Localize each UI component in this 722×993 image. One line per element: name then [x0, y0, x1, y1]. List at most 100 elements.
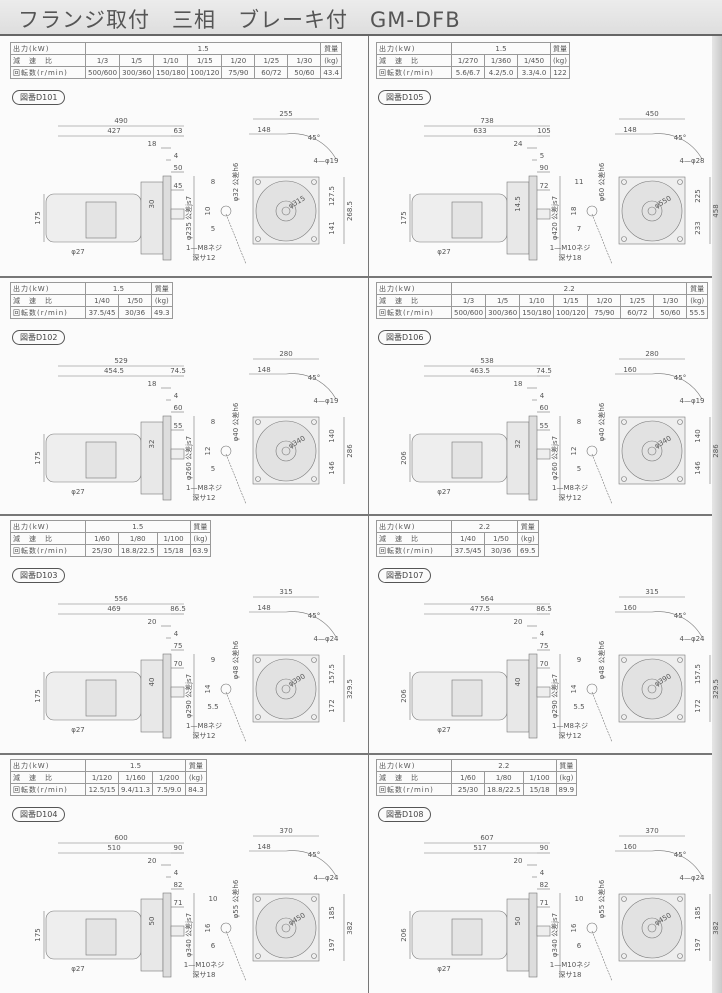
ratio-cell: 1/450 — [517, 54, 551, 67]
output-label: 出力(kW) — [376, 42, 452, 55]
dim-key-w: 9 — [211, 656, 215, 664]
speed-cell: 150/180 — [519, 306, 555, 319]
dim-lower: 146 — [694, 461, 702, 475]
dim-holes: 4—φ24 — [680, 635, 706, 643]
ratio-cell: 1/270 — [451, 54, 485, 67]
dim-flange-proj: 75 — [540, 642, 549, 650]
figure-number-badge: 図番D108 — [378, 807, 432, 822]
terminal-box — [85, 201, 117, 239]
ratio-cell: 1/160 — [117, 771, 154, 784]
dim-flange-dia: φ420 公差js7 — [550, 196, 559, 240]
dim-gear-h: 40 — [514, 678, 522, 687]
side-view — [43, 125, 195, 261]
dim-body: 463.5 — [470, 367, 490, 375]
dim-gear-h: 30 — [148, 200, 156, 209]
shaft-end-detail — [220, 205, 247, 265]
ratio-cell: 1/5 — [119, 54, 155, 67]
ratio-label: 減 速 比 — [10, 532, 86, 545]
dim-shaft-len: 71 — [174, 899, 183, 907]
speed-cell: 75/90 — [587, 306, 622, 319]
side-view — [43, 842, 195, 978]
figure-number-badge: 図番D101 — [12, 90, 66, 105]
dim-depth: 深サ12 — [193, 253, 216, 262]
terminal-box — [451, 201, 483, 239]
gearbox — [506, 181, 530, 255]
ratio-cell: 1/3 — [84, 54, 121, 67]
speed-cell: 500/600 — [84, 66, 121, 79]
dim-key-d: 6 — [211, 942, 216, 950]
dim-lower: 197 — [328, 938, 336, 951]
dim-motor-h: 175 — [34, 451, 42, 464]
speed-label: 回転数(r/min) — [376, 544, 452, 557]
ratio-cell: 1/10 — [519, 294, 555, 307]
dim-height: 329.5 — [712, 679, 720, 699]
gearbox — [140, 421, 164, 495]
dim-key-w: 8 — [211, 418, 215, 426]
dim-key-d: 5 — [211, 465, 215, 473]
dim-shaft-dia: φ60 公差h6 — [597, 162, 606, 201]
speed-cell: 50/60 — [287, 66, 322, 79]
dim-shaft-dia: φ48 公差h6 — [231, 640, 240, 679]
bolt-hole — [621, 179, 627, 185]
dim-shaft-len: 72 — [540, 182, 549, 190]
side-view — [43, 603, 195, 739]
output-label: 出力(kW) — [10, 42, 86, 55]
shaft-end-detail — [220, 683, 247, 743]
dim-step: 4 — [174, 392, 179, 400]
bolt-hole — [311, 896, 317, 902]
dim-shaft-len: 45 — [174, 182, 183, 190]
bolt-hole — [255, 714, 261, 720]
ratio-cell: 1/15 — [553, 294, 589, 307]
output-shaft — [170, 208, 185, 220]
dim-flange-proj: 50 — [174, 164, 183, 172]
dim-gear-h: 14.5 — [514, 196, 522, 212]
side-view — [43, 365, 195, 501]
end-view — [615, 835, 711, 962]
flange — [162, 415, 172, 501]
speed-label: 回転数(r/min) — [10, 306, 86, 319]
bolt-hole — [677, 953, 683, 959]
ratio-label: 減 速 比 — [376, 771, 452, 784]
bolt-hole — [311, 476, 317, 482]
dim-upper: 127.5 — [328, 186, 336, 206]
figure-number-badge: 図番D102 — [12, 330, 66, 345]
mass-label: 質量 — [550, 42, 570, 55]
dim-height: 329.5 — [346, 679, 354, 699]
dim-shaft-ext: 63 — [174, 127, 183, 135]
dim-key-offset: 18 — [148, 140, 157, 148]
speed-cell: 9.4/11.3 — [117, 783, 154, 796]
ratio-cell: 1/20 — [587, 294, 622, 307]
dim-height: 382 — [712, 921, 720, 934]
output-label: 出力(kW) — [376, 759, 452, 772]
ratio-cell: 1/80 — [118, 532, 158, 545]
dim-tap: 1—M8ネジ — [552, 722, 588, 730]
gearbox — [140, 659, 164, 733]
dim-shaft-len: 55 — [540, 422, 549, 430]
dim-upper: 157.5 — [694, 664, 702, 684]
bolt-hole — [255, 896, 261, 902]
dim-key-w: 8 — [211, 178, 215, 186]
dim-upper: 185 — [328, 906, 336, 919]
ratio-cell: 1/80 — [484, 771, 524, 784]
dim-lower: 141 — [328, 221, 336, 234]
dim-key-h: 14 — [570, 684, 578, 693]
dim-shaft-len: 55 — [174, 422, 183, 430]
flange — [528, 175, 538, 261]
figure-number-badge: 図番D105 — [378, 90, 432, 105]
dim-motor-h: 175 — [34, 211, 42, 224]
dim-square: 280 — [645, 350, 658, 358]
dim-flange-dia: φ260 公差js7 — [550, 436, 559, 480]
dim-shaft-dia: φ40 公差h6 — [231, 402, 240, 441]
dim-flange-proj: 60 — [174, 404, 183, 412]
dim-step: 4 — [174, 152, 179, 160]
